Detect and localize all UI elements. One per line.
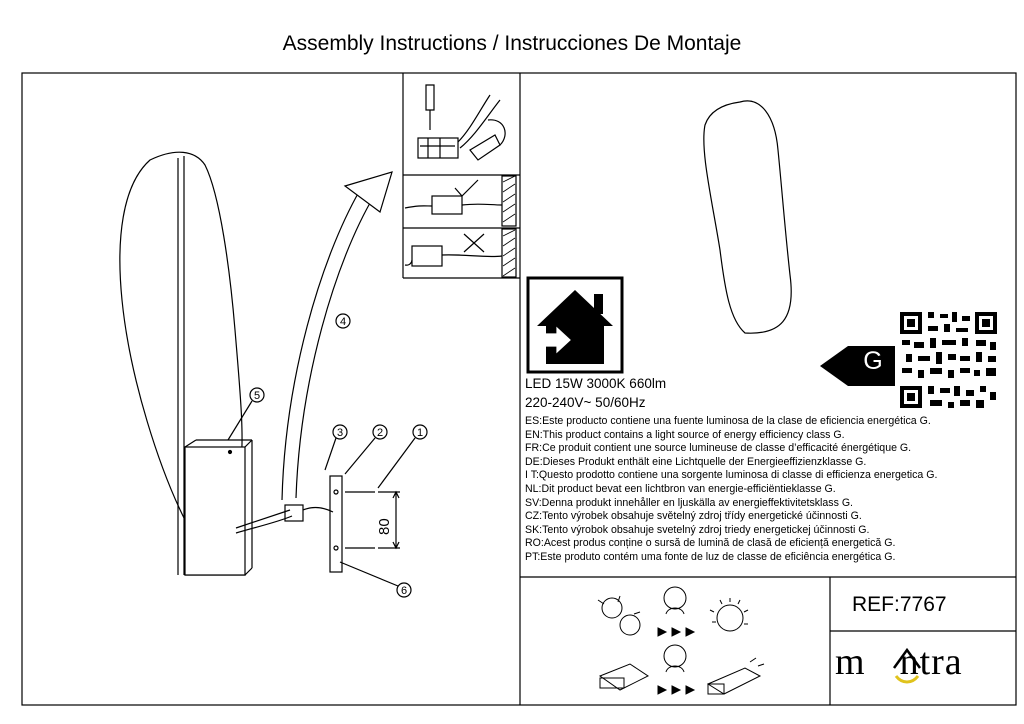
brand-smile [894, 675, 920, 684]
callout-5 [249, 387, 265, 403]
step-4-label: 4 [340, 316, 346, 328]
wall-hatch-2 [501, 228, 517, 278]
mounting-plate [329, 475, 343, 573]
connector-block [284, 504, 304, 522]
step-5-label: 5 [254, 390, 260, 402]
bulb-icon [619, 614, 641, 636]
outer-frame [21, 72, 1017, 706]
qr-code-icon [900, 312, 997, 408]
driver-box-icon [706, 667, 762, 695]
step-6-label: 6 [401, 585, 407, 597]
wire-2 [235, 515, 293, 534]
terminal-block [417, 137, 459, 159]
led-replace-icons [597, 586, 765, 695]
lamp-front-view [703, 100, 792, 334]
spec-power: LED 15W 3000K 660lm [525, 376, 667, 391]
dimension-label: 80 [376, 518, 393, 535]
cross-mark-icon [463, 233, 485, 253]
page-title: Assembly Instructions / Instrucciones De… [282, 32, 742, 55]
arrow-path-outer [281, 189, 361, 501]
brand-right: ntra [899, 641, 963, 683]
brand-left: m [835, 641, 866, 683]
step-2-label: 2 [377, 427, 383, 439]
statement-de: DE:Dieses Produkt enthält eine Lichtquel… [525, 455, 867, 468]
energy-statements: ES:Este producto contiene una fuente lum… [525, 415, 1015, 565]
statement-it: I T:Questo prodotto contiene una sorgent… [525, 469, 938, 482]
reference-number: REF:7767 [852, 593, 947, 616]
led-bulb-icon [716, 604, 744, 632]
callout-4 [335, 313, 351, 329]
connector-ok [431, 195, 463, 215]
callout-1 [412, 424, 428, 440]
screwdriver-handle [425, 84, 435, 111]
statement-ro: RO:Acest produs conține o sursă de lumin… [525, 537, 896, 550]
clip [469, 134, 501, 161]
statement-nl: NL:Dit product bevat een lichtbron van e… [525, 482, 836, 495]
wire-1 [235, 509, 291, 529]
connector-wrong [411, 245, 443, 267]
statement-cz: CZ:Tento výrobek obsahuje světelný zdroj… [525, 510, 862, 523]
driver-icon [598, 663, 649, 691]
statement-sv: SV:Denna produkt innehåller en ljuskälla… [525, 496, 853, 509]
arrow-head [343, 171, 393, 213]
indoor-use-icon [526, 276, 624, 374]
spec-voltage: 220-240V~ 50/60Hz [525, 395, 646, 410]
statement-fr: FR:Ce produit contient une source lumine… [525, 442, 912, 455]
callout-3 [332, 424, 348, 440]
step-1-label: 1 [417, 427, 423, 439]
statement-sk: SK:Tento výrobok obsahuje svetelný zdroj… [525, 523, 870, 536]
hand-icon [601, 597, 623, 619]
mounting-box [184, 446, 246, 576]
statement-en: EN:This product contains a light source … [525, 428, 845, 441]
check-mark-icon [454, 179, 479, 197]
callout-2 [372, 424, 388, 440]
arrow-path-inner [295, 195, 375, 499]
energy-class-arrow-icon [820, 346, 895, 386]
statement-pt: PT:Este produto contém uma fonte de luz … [525, 550, 896, 563]
statement-es: ES:Este producto contiene una fuente lum… [525, 415, 931, 427]
step-3-label: 3 [337, 427, 343, 439]
wall-hatch-1 [501, 175, 517, 227]
technician-icon [663, 586, 687, 610]
energy-class-label: G [863, 347, 883, 375]
technician-icon-2 [663, 644, 687, 668]
brand-chevron [892, 647, 922, 669]
callout-6 [396, 582, 412, 598]
